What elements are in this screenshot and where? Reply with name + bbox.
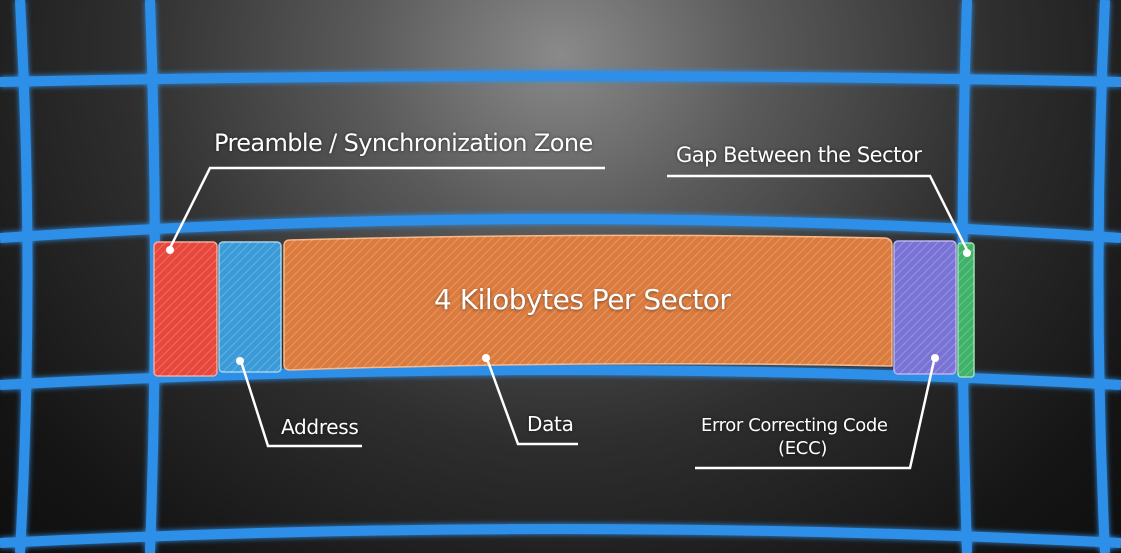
callout-dots [166,246,971,365]
address-label: Address [281,415,359,439]
sector-size-label: 4 Kilobytes Per Sector [434,283,731,316]
callout-ecc [695,355,937,470]
callout-gap [667,174,970,253]
ecc-label-line1: Error Correcting Code [701,415,888,436]
data-label: Data [527,412,574,436]
track-line-left-outer [15,0,33,553]
track-arc-lower [0,365,1121,390]
callout-data [484,355,578,446]
callout-lines [166,166,970,470]
callout-preamble [166,166,605,253]
gap-label: Gap Between the Sector [676,143,922,167]
preamble-label: Preamble / Synchronization Zone [214,129,593,157]
sector [153,234,975,378]
track-line-right-outer [1093,0,1110,553]
ecc-label-line2: (ECC) [778,438,828,459]
track-arc-top [0,71,1121,87]
callout-address [238,357,362,448]
track-arc-bottom [0,524,1121,548]
